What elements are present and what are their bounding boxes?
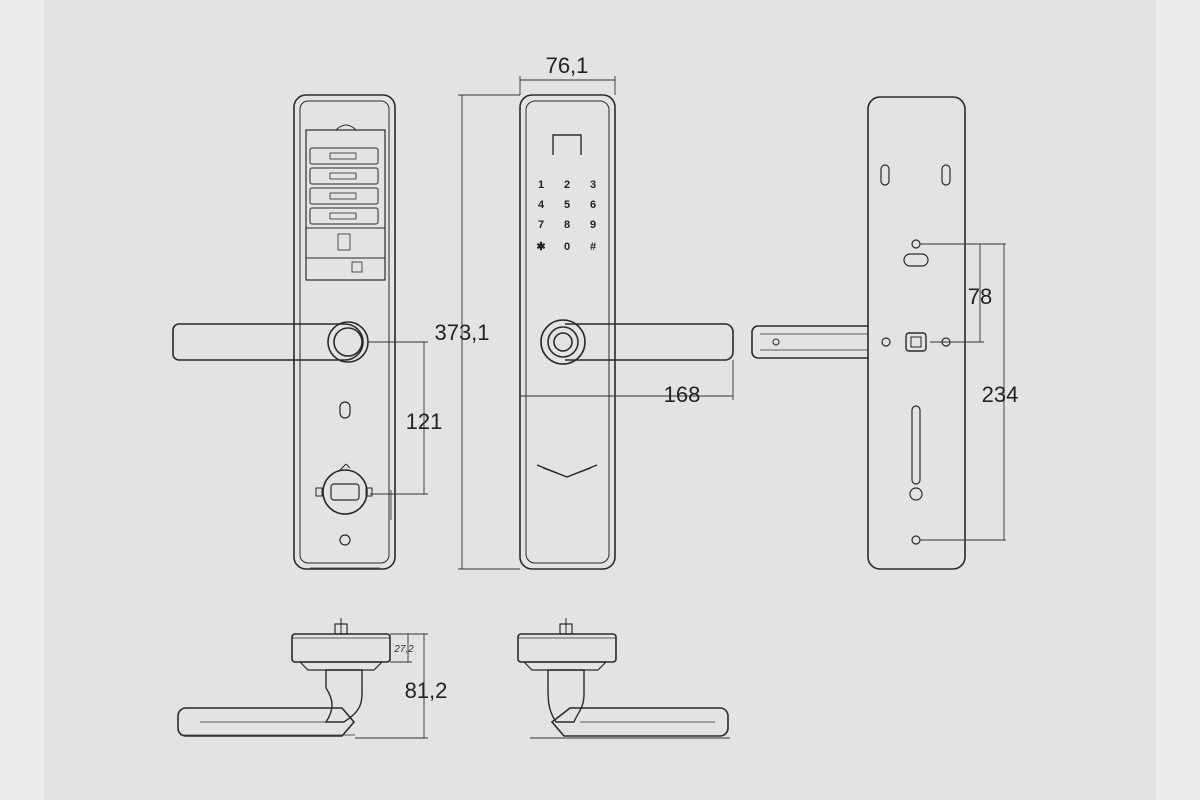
inner-body-outline [293,94,396,570]
inner-view [172,94,396,570]
dim-78-label: 78 [968,284,992,309]
key-2: 2 [564,179,570,191]
dim-121-label: 121 [406,409,443,434]
key-1: 1 [538,179,544,191]
thumbturn [322,469,368,515]
dim-depth-label: 81,2 [405,678,448,703]
key-9: 9 [590,219,596,231]
side-profile-left [177,618,391,737]
inner-handle [172,323,364,361]
front-body-outline [519,94,616,570]
front-handle [565,323,734,361]
key-5: 5 [564,199,570,211]
plate-handle-stub [751,325,868,359]
key-0: 0 [564,241,570,253]
dimension-lines [355,76,1006,739]
key-4: 4 [538,199,545,211]
mount-plate-view [751,96,966,570]
sensor-window [552,134,582,155]
drawing-sheet [44,0,1156,800]
front-view [519,94,734,570]
key-7: 7 [538,219,544,231]
side-profile-right [517,618,729,737]
dim-height-label: 373,1 [434,320,489,345]
mount-plate [867,96,966,570]
key-6: 6 [590,199,596,211]
key-8: 8 [564,219,570,231]
key-3: 3 [590,179,596,191]
dim-168-label: 168 [664,382,701,407]
dim-width-label: 76,1 [546,53,589,78]
key-star: ✱ [536,241,545,253]
dim-small-depth-label: 27,2 [393,644,414,655]
dim-234-label: 234 [982,382,1019,407]
key-hash: # [590,241,596,253]
chevron-mark [536,464,598,478]
keypad: 1 2 3 4 5 6 7 8 9 ✱ 0 # [536,179,596,253]
